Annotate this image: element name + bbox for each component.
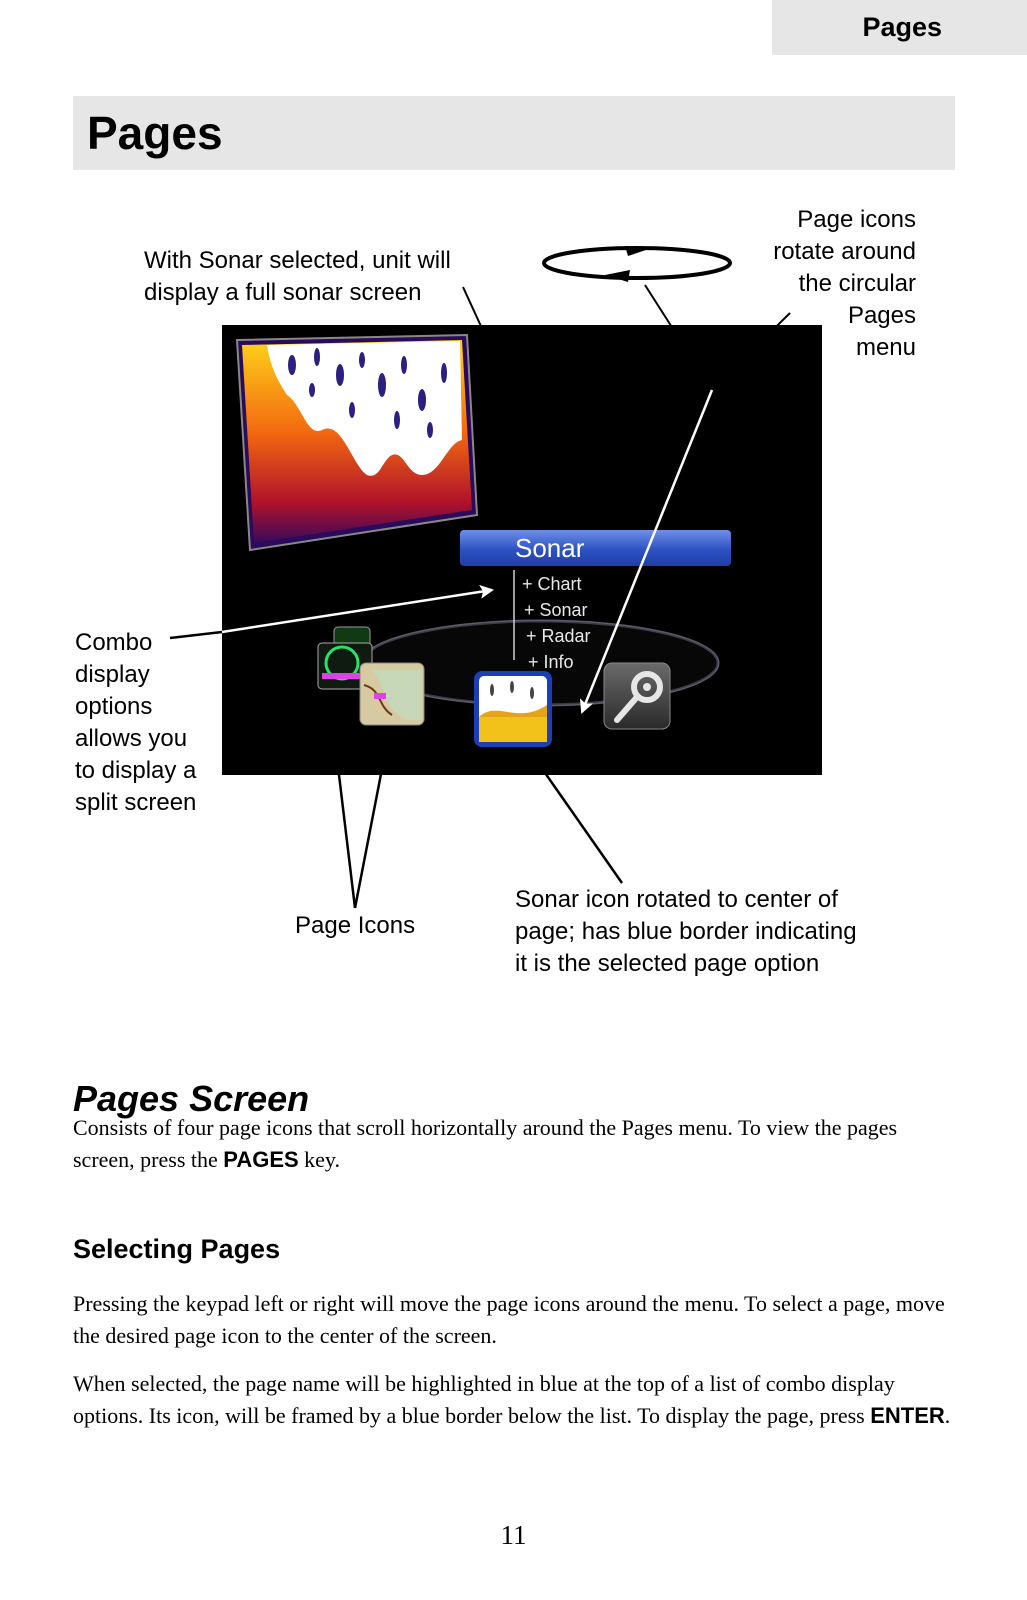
sonar-page-icon-selected[interactable] <box>474 671 552 747</box>
screen-graphics <box>235 333 720 747</box>
section-tab-label: Pages <box>862 12 942 42</box>
subsection-paragraph-2: When selected, the page name will be hig… <box>73 1368 958 1432</box>
page-title: Pages <box>87 107 223 159</box>
callout-combo: Combo display options allows you to disp… <box>75 627 196 819</box>
callout-page-icons: Page Icons <box>295 912 416 939</box>
enter-key: ENTER <box>870 1403 945 1428</box>
intro-text: Consists of four page icons that scroll … <box>73 1115 898 1172</box>
callout-line: display <box>75 661 150 688</box>
selected-page-bar[interactable]: Sonar <box>460 530 731 566</box>
callout-rotate: Page icons rotate around the circular Pa… <box>720 204 916 364</box>
annotation-arrows <box>169 246 791 909</box>
callout-sonar-icon: Sonar icon rotated to center of page; ha… <box>515 884 857 980</box>
rotation-icon <box>542 246 732 282</box>
callout-line: menu <box>855 334 916 361</box>
section-title: Pages Screen <box>73 1078 310 1119</box>
option-item[interactable]: + Chart <box>522 574 582 594</box>
chart-page-icon[interactable] <box>359 662 425 726</box>
callout-line: Combo <box>75 629 153 656</box>
radar-page-icon[interactable] <box>317 626 373 690</box>
callout-line: Sonar icon rotated to center of <box>515 886 838 913</box>
callout-line: With Sonar selected, unit will <box>144 247 451 274</box>
callout-line: allows you <box>75 725 188 752</box>
callout-line: page; has blue border indicating <box>515 918 857 945</box>
callout-line: it is the selected page option <box>515 950 820 977</box>
section-tab: Pages <box>772 0 1027 55</box>
callout-line: split screen <box>75 789 197 816</box>
callout-line: Page icons <box>797 206 916 233</box>
device-screen: Sonar + Chart + Sonar + Radar + Info <box>222 325 822 775</box>
callout-line: Pages <box>847 302 916 329</box>
intro-text-end: key. <box>298 1147 341 1172</box>
p2-text-end: . <box>944 1403 951 1428</box>
callout-line: display a full sonar screen <box>144 279 422 306</box>
option-item[interactable]: + Info <box>528 652 574 672</box>
callout-line: to display a <box>75 757 197 784</box>
callout-line: options <box>75 693 153 720</box>
callout-line: the circular <box>798 270 916 297</box>
p2-text: When selected, the page name will be hig… <box>73 1371 895 1428</box>
selected-page-name: Sonar <box>515 532 585 563</box>
subsection-paragraph-1: Pressing the keypad left or right will m… <box>73 1291 945 1348</box>
option-item[interactable]: + Sonar <box>524 600 588 620</box>
section-intro: Consists of four page icons that scroll … <box>73 1112 958 1176</box>
callout-line: rotate around <box>773 238 916 265</box>
pages-key: PAGES <box>223 1147 299 1172</box>
sonar-preview-image <box>235 333 479 552</box>
subsection-title: Selecting Pages <box>73 1234 281 1264</box>
page-title-bar: Pages <box>73 96 955 170</box>
page-number: 11 <box>500 1520 527 1550</box>
option-item[interactable]: + Radar <box>526 626 591 646</box>
settings-page-icon[interactable] <box>603 662 671 730</box>
callout-sonar-selected: With Sonar selected, unit will display a… <box>144 245 451 309</box>
